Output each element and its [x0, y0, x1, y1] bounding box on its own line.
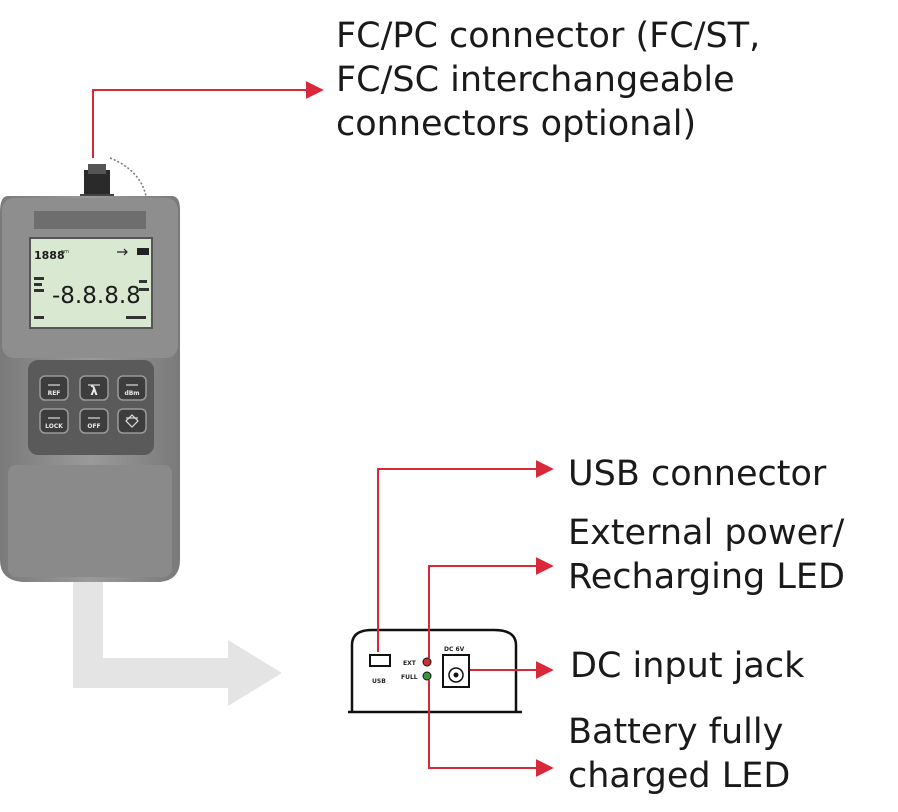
callout-line-usb	[377, 460, 554, 652]
callout-dc-line1: DC input jack	[570, 646, 805, 686]
usb-port-label: USB	[372, 678, 386, 685]
arrow-pad-shape	[125, 414, 139, 428]
keypad-key-6[interactable]	[117, 408, 147, 434]
key-2-label: λ	[90, 384, 98, 398]
key-3-label: dBm	[124, 390, 139, 397]
usb-port[interactable]	[369, 654, 391, 667]
callout-fc-connector: FC/PC connector (FC/ST, FC/SC interchang…	[336, 14, 760, 146]
keypad-key-4[interactable]: LOCK	[39, 408, 69, 434]
callout-dc-input: DC input jack	[570, 644, 804, 688]
side-panel: USB EXT FULL DC 6V	[348, 628, 522, 714]
callout-ext-line1: External power/	[568, 513, 845, 553]
lcd-main-reading: -8.8.8.8	[52, 283, 141, 309]
callout-usb-connector: USB connector	[568, 452, 826, 496]
callout-line-fc	[92, 81, 324, 158]
lcd-unit-tag: nm	[61, 249, 69, 255]
key-5-label: OFF	[87, 423, 100, 430]
keypad-key-5[interactable]: OFF	[79, 408, 109, 434]
callout-usb-line1: USB connector	[568, 454, 827, 494]
dc-jack-label: DC 6V	[444, 646, 465, 653]
callout-external-power: External power/ Recharging LED	[568, 511, 845, 599]
callout-fc-line3: connectors optional)	[336, 104, 697, 144]
callout-lines	[92, 81, 554, 777]
device-brand-strip	[34, 211, 146, 229]
keypad-key-2[interactable]: λ	[79, 375, 109, 401]
battery-icon	[137, 248, 149, 255]
keypad	[28, 360, 154, 455]
callout-ext-line2: Recharging LED	[568, 557, 845, 597]
ext-led-label: EXT	[403, 660, 417, 667]
device-lower-body	[8, 465, 172, 577]
lcd-mode-tags	[34, 277, 44, 280]
full-led-indicator	[422, 671, 432, 681]
callout-fc-line2: FC/SC interchangeable	[336, 60, 735, 100]
connection-arrow	[73, 560, 282, 706]
key-1-label: REF	[48, 390, 61, 397]
lcd-top-left: 1888	[34, 249, 65, 262]
lcd-unit-tags	[139, 280, 147, 283]
callout-bat-line2: charged LED	[568, 756, 791, 796]
ext-led-indicator	[422, 657, 432, 667]
keypad-key-3[interactable]: dBm	[117, 375, 147, 401]
callout-line-battery	[428, 680, 554, 777]
callout-bat-line1: Battery fully	[568, 712, 784, 752]
usb-symbol-icon	[117, 248, 128, 256]
key-4-label: LOCK	[45, 423, 63, 430]
lcd-screen	[29, 237, 153, 329]
full-led-label: FULL	[401, 674, 418, 681]
dust-cap-chain	[109, 157, 147, 197]
callout-fc-line1: FC/PC connector (FC/ST,	[336, 16, 761, 56]
callout-line-ext	[428, 557, 554, 658]
keypad-key-1[interactable]: REF	[39, 375, 69, 401]
callout-battery-full: Battery fully charged LED	[568, 710, 790, 798]
